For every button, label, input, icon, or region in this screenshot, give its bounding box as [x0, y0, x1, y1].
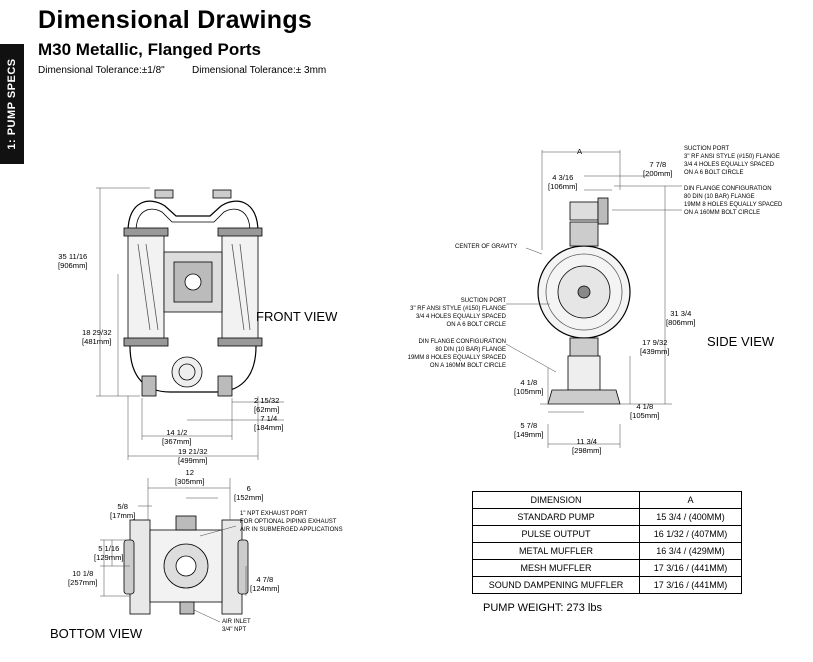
front-view-label: FRONT VIEW [256, 309, 338, 324]
table-cell: 16 3/4 / (429MM) [639, 542, 742, 560]
table-cell: MESH MUFFLER [472, 559, 640, 577]
table-header-dimension: DIMENSION [472, 491, 640, 509]
bottom-view-label: BOTTOM VIEW [50, 626, 143, 641]
dim-depth: 10 1/8[257mm] [68, 569, 98, 587]
table-cell: STANDARD PUMP [472, 508, 640, 526]
dim-base-width: 11 3/4[298mm] [572, 437, 602, 455]
dim-foot-offset: 2 15/32[62mm] [254, 396, 280, 414]
dimension-table: DIMENSION A STANDARD PUMP 15 3/4 / (400M… [472, 491, 742, 594]
dim-half-depth: 5 1/16[129mm] [94, 544, 124, 562]
table-row: METAL MUFFLER 16 3/4 / (429MM) [472, 542, 742, 560]
table-cell: SOUND DAMPENING MUFFLER [472, 576, 640, 594]
dim-bottom-overall: 12[305mm] [175, 468, 205, 486]
dim-base-half: 4 1/8[105mm] [630, 402, 660, 420]
dim-flange-reach: 4 3/16[106mm] [548, 173, 578, 191]
table-cell: 15 3/4 / (400MM) [639, 508, 742, 526]
table-cell: METAL MUFFLER [472, 542, 640, 560]
dim-foot-span: 14 1/2[367mm] [162, 428, 192, 446]
dim-outlet-height: 31 3/4[806mm] [666, 309, 696, 327]
dim-half-base: 7 1/4[184mm] [254, 414, 284, 432]
table-cell: 17 3/16 / (441MM) [639, 576, 742, 594]
note-center-of-gravity: CENTER OF GRAVITY [455, 244, 518, 250]
dim-port-height: 18 29/32[481mm] [82, 328, 112, 346]
tolerance-metric: Dimensional Tolerance:± 3mm [192, 65, 327, 76]
section-tab: 1: PUMP SPECS [0, 44, 24, 164]
dim-air-inlet: 4 7/8[124mm] [250, 575, 280, 593]
table-row: PULSE OUTPUT 16 1/32 / (407MM) [472, 525, 742, 543]
side-view-drawing [505, 150, 682, 448]
table-cell: 16 1/32 / (407MM) [639, 525, 742, 543]
side-view-label: SIDE VIEW [707, 334, 775, 349]
table-row: MESH MUFFLER 17 3/16 / (441MM) [472, 559, 742, 577]
dim-left-offset: 5/8[17mm] [110, 502, 136, 520]
dim-a: A [577, 147, 583, 156]
page-title: Dimensional Drawings [38, 6, 313, 34]
front-view-drawing [96, 187, 284, 460]
bottom-view-drawing [100, 478, 249, 623]
dim-inlet-height: 17 9/32[439mm] [640, 338, 670, 356]
dim-exhaust-offset: 6[152mm] [234, 484, 264, 502]
dim-overall-width: 19 21/32[499mm] [178, 447, 208, 465]
tolerance-imperial: Dimensional Tolerance:±1/8" [38, 65, 165, 76]
dim-base-height: 4 1/8[105mm] [514, 378, 544, 396]
dim-overall-height: 35 11/16[906mm] [58, 252, 88, 270]
table-header-a: A [639, 491, 742, 509]
table-cell: 17 3/16 / (441MM) [639, 559, 742, 577]
table-header-row: DIMENSION A [472, 491, 742, 509]
dim-base-offset: 5 7/8[149mm] [514, 421, 544, 439]
page-subtitle: M30 Metallic, Flanged Ports [38, 40, 261, 59]
table-row: STANDARD PUMP 15 3/4 / (400MM) [472, 508, 742, 526]
pump-weight: PUMP WEIGHT: 273 lbs [483, 602, 602, 614]
dim-flange-offset: 7 7/8[200mm] [643, 160, 673, 178]
table-cell: PULSE OUTPUT [472, 525, 640, 543]
table-row: SOUND DAMPENING MUFFLER 17 3/16 / (441MM… [472, 576, 742, 594]
